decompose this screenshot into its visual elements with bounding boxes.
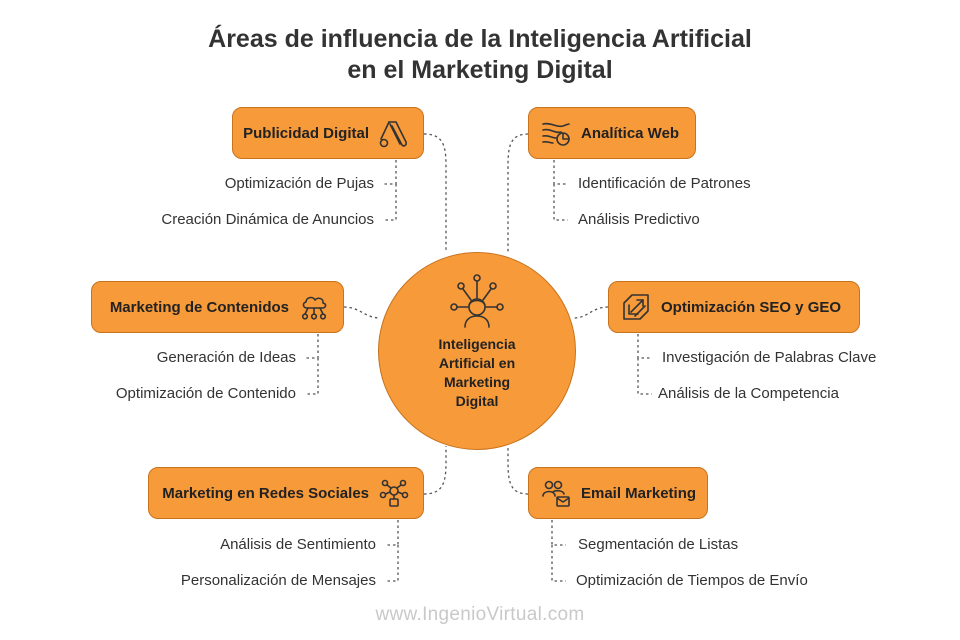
sub-identificacion-patrones: Identificación de Patrones <box>578 175 751 192</box>
footer-watermark: www.IngenioVirtual.com <box>375 604 585 625</box>
node-label: Optimización SEO y GEO <box>661 298 842 316</box>
node-label: Analítica Web <box>581 124 680 142</box>
page-title: Áreas de influencia de la Inteligencia A… <box>0 24 960 86</box>
cloud-network-icon <box>301 296 327 320</box>
center-node: Inteligencia Artificial en Marketing Dig… <box>378 252 576 450</box>
node-label: Publicidad Digital <box>243 124 369 142</box>
sub-optimizacion-contenido: Optimización de Contenido <box>115 385 296 402</box>
google-ads-icon <box>379 121 407 148</box>
node-marketing-contenidos: Marketing de Contenidos <box>91 281 344 333</box>
seo-chip-icon <box>623 294 649 320</box>
social-network-icon <box>379 479 409 507</box>
sub-palabras-clave: Investigación de Palabras Clave <box>662 349 877 366</box>
node-label: Marketing de Contenidos <box>109 298 289 316</box>
center-line-3: Marketing <box>443 374 511 390</box>
analytics-icon <box>542 122 570 146</box>
sub-tiempos-envio: Optimización de Tiempos de Envío <box>576 572 808 589</box>
node-label: Email Marketing <box>581 484 697 502</box>
node-analitica-web: Analítica Web <box>528 107 696 159</box>
sub-analisis-sentimiento: Análisis de Sentimiento <box>220 536 376 553</box>
node-publicidad-digital: Publicidad Digital <box>232 107 424 159</box>
title-line-1: Áreas de influencia de la Inteligencia A… <box>208 25 752 53</box>
node-redes-sociales: Marketing en Redes Sociales <box>148 467 424 519</box>
node-email-marketing: Email Marketing <box>528 467 708 519</box>
sub-creacion-anuncios: Creación Dinámica de Anuncios <box>161 211 374 228</box>
email-people-icon <box>542 480 570 507</box>
center-line-2: Artificial en <box>438 355 516 371</box>
sub-segmentacion-listas: Segmentación de Listas <box>578 536 739 553</box>
sub-optimizacion-pujas: Optimización de Pujas <box>224 175 374 192</box>
sub-generacion-ideas: Generación de Ideas <box>156 349 296 366</box>
sub-analisis-competencia: Análisis de la Competencia <box>658 385 839 402</box>
node-seo-geo: Optimización SEO y GEO <box>608 281 860 333</box>
sub-analisis-predictivo: Análisis Predictivo <box>578 211 700 228</box>
title-line-2: en el Marketing Digital <box>347 56 613 84</box>
center-line-4: Digital <box>455 393 499 409</box>
center-line-1: Inteligencia <box>438 336 516 352</box>
center-label: Inteligencia Artificial en Marketing Dig… <box>379 335 575 411</box>
person-network-icon <box>450 274 504 328</box>
node-label: Marketing en Redes Sociales <box>162 484 369 502</box>
sub-personalizacion-mensajes: Personalización de Mensajes <box>180 572 376 589</box>
